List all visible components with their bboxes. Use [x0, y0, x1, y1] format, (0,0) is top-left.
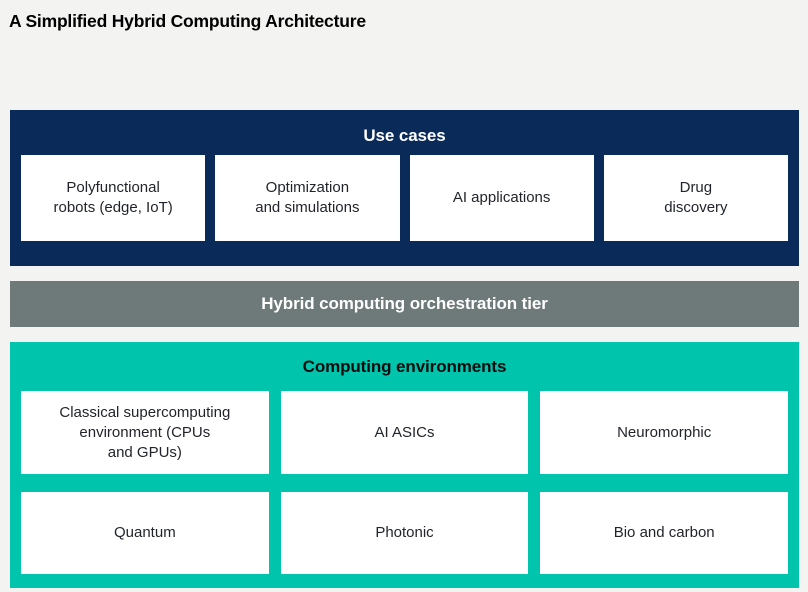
environment-card-quantum: Quantum	[21, 492, 269, 574]
orchestration-tier-band: Hybrid computing orchestration tier	[10, 281, 799, 327]
environment-card-neuromorphic: Neuromorphic	[540, 391, 789, 474]
environment-label: Classical supercomputing environment (CP…	[59, 403, 231, 461]
orchestration-tier-label: Hybrid computing orchestration tier	[261, 294, 548, 313]
computing-environments-row-2: Quantum Photonic Bio and carbon	[10, 492, 799, 574]
use-case-card-polyfunctional-robots: Polyfunctional robots (edge, IoT)	[21, 155, 206, 241]
environment-label: Bio and carbon	[613, 524, 715, 541]
use-case-card-ai-applications: AI applications	[409, 155, 594, 241]
computing-environments-row-1: Classical supercomputing environment (CP…	[10, 391, 799, 474]
use-case-label: AI applications	[452, 189, 551, 206]
environment-label: Photonic	[375, 524, 434, 541]
computing-environments-band: Computing environments Classical superco…	[10, 342, 799, 588]
figure-title: A Simplified Hybrid Computing Architectu…	[9, 11, 366, 31]
use-case-label: Drug discovery	[664, 179, 728, 216]
use-cases-band: Use cases Polyfunctional robots (edge, I…	[10, 110, 799, 266]
use-cases-row: Polyfunctional robots (edge, IoT) Optimi…	[10, 155, 799, 241]
use-case-card-drug-discovery: Drug discovery	[603, 155, 788, 241]
use-cases-header: Use cases	[363, 126, 446, 145]
use-case-label: Optimization and simulations	[255, 179, 360, 216]
environment-card-bio-and-carbon: Bio and carbon	[540, 492, 789, 574]
use-case-card-optimization-simulations: Optimization and simulations	[215, 155, 400, 241]
environment-card-ai-asics: AI ASICs	[280, 391, 529, 474]
use-case-label: Polyfunctional robots (edge, IoT)	[53, 179, 173, 216]
computing-environments-header: Computing environments	[302, 357, 507, 376]
environment-card-photonic: Photonic	[280, 492, 529, 574]
environment-label: Neuromorphic	[617, 423, 712, 441]
environment-label: Quantum	[113, 524, 176, 541]
environment-label: AI ASICs	[374, 423, 435, 441]
environment-card-classical-supercomputing: Classical supercomputing environment (CP…	[21, 391, 269, 474]
